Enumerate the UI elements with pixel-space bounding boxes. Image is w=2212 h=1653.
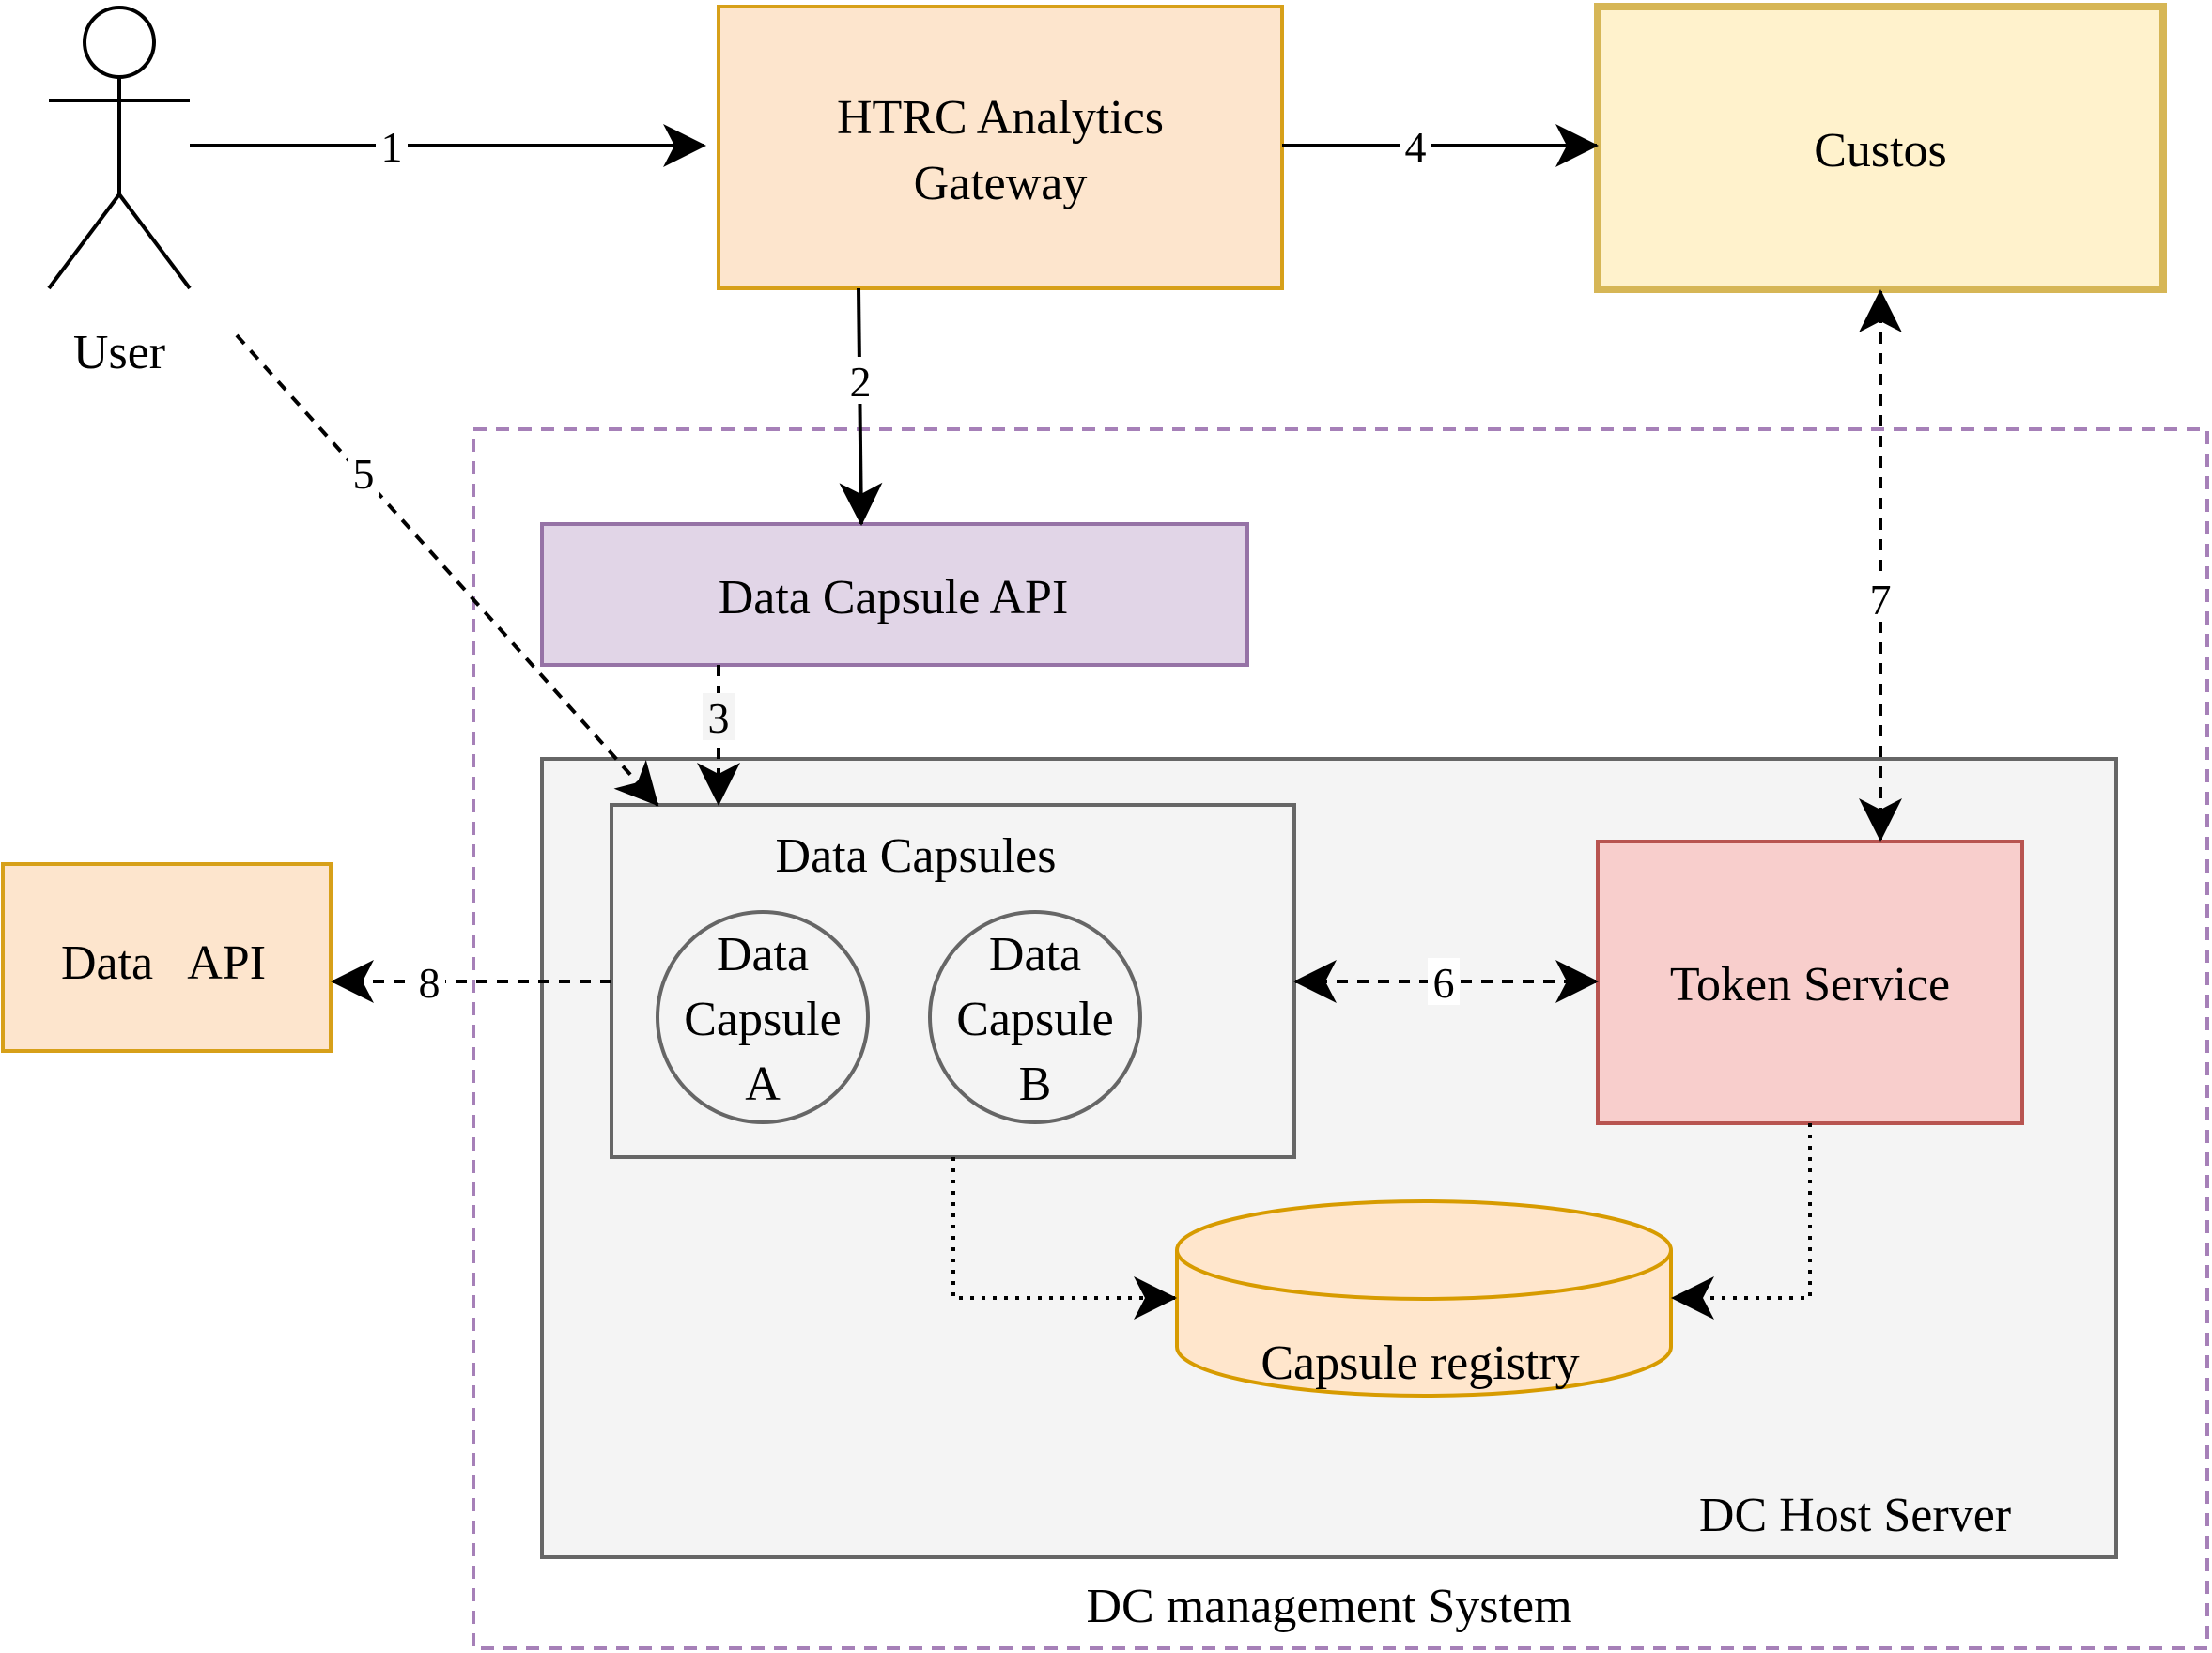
token-service-label: Token Service xyxy=(1670,958,1950,1012)
capsule-b-line1: Data xyxy=(989,928,1081,981)
data-capsule-b[interactable] xyxy=(928,910,1142,1124)
gateway-label-line1: HTRC Analytics xyxy=(837,91,1164,145)
data-capsules-title: Data Capsules xyxy=(776,829,1057,883)
edge-1-label: 1 xyxy=(381,123,403,171)
dc-management-system-label: DC management System xyxy=(1086,1580,1571,1633)
edge-3-label: 3 xyxy=(708,694,730,742)
capsule-a-line3: A xyxy=(745,1058,781,1111)
capsule-b-line3: B xyxy=(1019,1058,1052,1111)
capsule-a-line2: Capsule xyxy=(684,993,842,1046)
data-capsule-api-box[interactable] xyxy=(540,522,1249,667)
edge-7-label: 7 xyxy=(1870,576,1892,624)
user-actor-icon[interactable] xyxy=(47,6,192,290)
edge-token-to-registry xyxy=(1671,1123,1812,1320)
edge-6-label: 6 xyxy=(1433,959,1455,1007)
dc-host-server-label: DC Host Server xyxy=(1699,1489,2011,1542)
edge-2 xyxy=(839,287,883,526)
data-api-label: Data API xyxy=(61,936,266,990)
data-api-box[interactable] xyxy=(1,862,333,1053)
data-capsule-a[interactable] xyxy=(656,910,870,1124)
token-service-box[interactable] xyxy=(1596,840,2024,1125)
capsule-a-line1: Data xyxy=(717,928,809,981)
edge-5 xyxy=(235,333,659,807)
htrc-analytics-gateway-box[interactable] xyxy=(717,5,1284,290)
edge-4-label: 4 xyxy=(1405,123,1427,171)
user-label: User xyxy=(73,326,165,379)
edge-8-label: 8 xyxy=(419,959,441,1007)
capsule-registry[interactable] xyxy=(1175,1199,1673,1398)
capsule-b-line2: Capsule xyxy=(956,993,1114,1046)
custos-box[interactable] xyxy=(1594,3,2167,293)
data-capsule-api-label: Data Capsule API xyxy=(719,571,1069,625)
capsule-registry-label: Capsule registry xyxy=(1261,1336,1579,1390)
edge-2-label: 2 xyxy=(850,358,872,406)
edge-capsules-to-registry xyxy=(951,1157,1177,1320)
custos-label: Custos xyxy=(1814,124,1947,178)
gateway-label-line2: Gateway xyxy=(914,157,1088,210)
dc-management-system-boundary xyxy=(472,427,2209,1650)
edge-5-label: 5 xyxy=(353,450,375,498)
